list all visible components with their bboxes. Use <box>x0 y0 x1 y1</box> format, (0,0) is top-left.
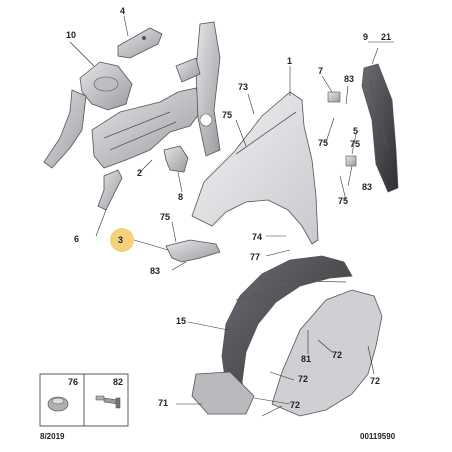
label-3: 3 <box>118 235 123 245</box>
diagram-reference-number: 00119590 <box>360 432 396 441</box>
label-83-a: 83 <box>150 266 160 276</box>
part-7-clip[interactable] <box>327 91 341 103</box>
label-6: 6 <box>74 234 79 244</box>
label-10: 10 <box>66 30 76 40</box>
legend-label-76: 76 <box>68 377 78 387</box>
legend-label-82: 82 <box>113 377 123 387</box>
leader-lines <box>69 15 394 417</box>
label-72-d: 72 <box>290 400 300 410</box>
label-15: 15 <box>176 316 186 326</box>
part-9-21-seal[interactable] <box>361 63 399 193</box>
part-2-inner-apron[interactable] <box>91 87 203 169</box>
label-75-d: 75 <box>350 139 360 149</box>
part-8-bracket[interactable] <box>163 145 189 173</box>
label-72-a: 72 <box>332 350 342 360</box>
label-83-b: 83 <box>344 74 354 84</box>
label-71: 71 <box>158 398 168 408</box>
label-75-b: 75 <box>160 212 170 222</box>
label-4: 4 <box>120 6 125 16</box>
label-75-c: 75 <box>318 138 328 148</box>
label-77: 77 <box>250 252 260 262</box>
part-a-pillar[interactable] <box>175 21 221 157</box>
label-9: 9 <box>363 32 368 42</box>
label-81: 81 <box>301 354 311 364</box>
label-75-e: 75 <box>338 196 348 206</box>
label-5: 5 <box>353 126 358 136</box>
nut-icon <box>47 396 69 412</box>
highlight-marker <box>110 228 134 252</box>
label-8: 8 <box>178 192 183 202</box>
fastener-legend: 76 82 <box>39 373 129 427</box>
label-72-b: 72 <box>370 376 380 386</box>
part-5-clip[interactable] <box>345 155 357 167</box>
part-1-front-fender[interactable] <box>191 91 319 245</box>
date-code: 8/2019 <box>40 432 65 441</box>
label-72-c: 72 <box>298 374 308 384</box>
label-1: 1 <box>287 56 292 66</box>
part-4-bracket[interactable] <box>117 27 163 59</box>
part-3-bracket[interactable] <box>165 239 221 263</box>
rivet-icon <box>95 395 121 409</box>
label-75-a: 75 <box>222 110 232 120</box>
label-21: 21 <box>381 32 391 42</box>
label-2: 2 <box>137 168 142 178</box>
callout-labels: 10 4 1 73 75 2 8 6 3 75 83 74 77 7 83 75… <box>66 6 391 410</box>
label-74: 74 <box>252 232 262 242</box>
label-73: 73 <box>238 82 248 92</box>
label-7: 7 <box>318 66 323 76</box>
part-15-wheel-arch-liner[interactable] <box>191 255 383 417</box>
part-10-upper-structure[interactable] <box>43 61 133 169</box>
part-6-bracket[interactable] <box>97 169 123 211</box>
label-83-c: 83 <box>362 182 372 192</box>
